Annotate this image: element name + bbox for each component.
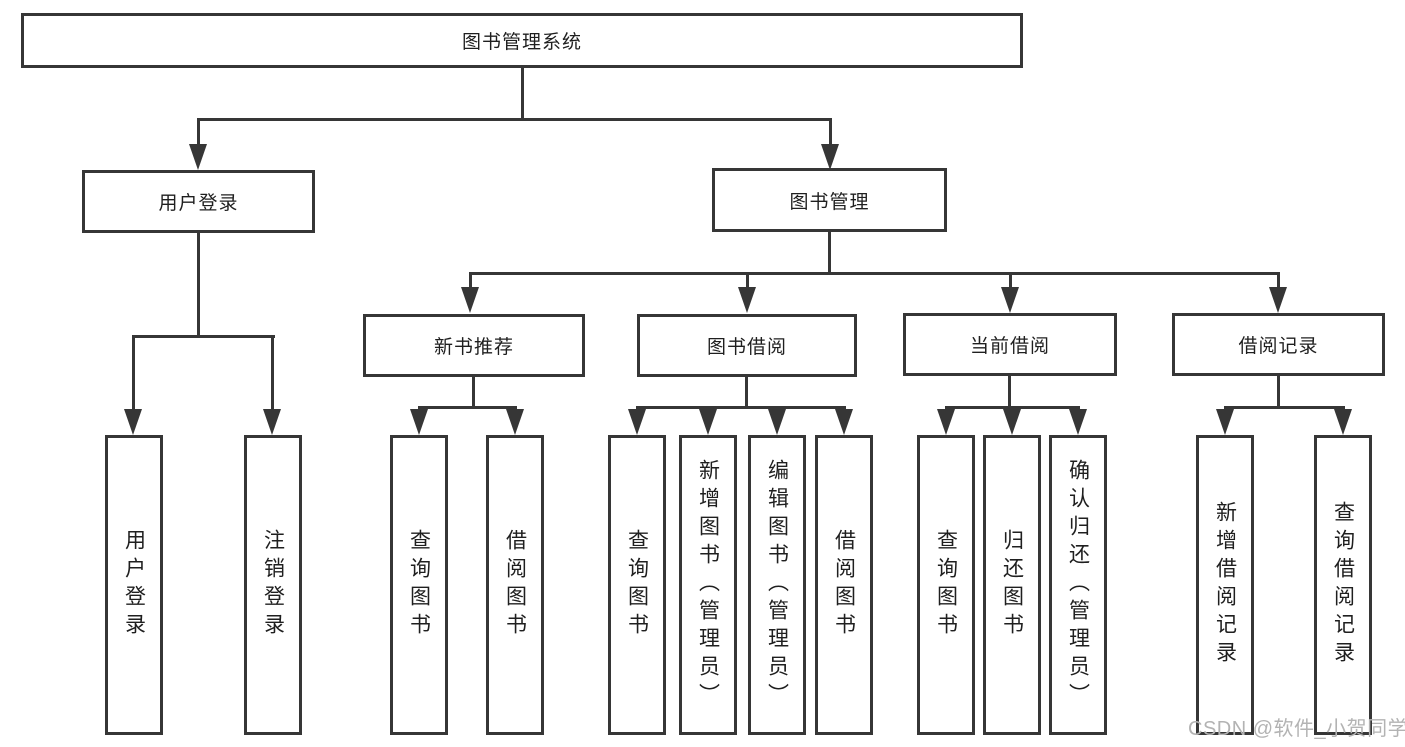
arrow-down-icon xyxy=(263,409,281,435)
arrow-down-icon xyxy=(1216,409,1234,435)
connector-line xyxy=(418,406,517,409)
arrow-down-icon xyxy=(628,409,646,435)
connector-line xyxy=(829,120,832,146)
node-root: 图书管理系统 xyxy=(21,13,1023,68)
leaf-add-borrow-record: 新增借阅记录 xyxy=(1196,435,1254,735)
node-book-borrow-label: 图书借阅 xyxy=(706,337,787,358)
leaf-edit-books-admin: 编辑图书（管理员） xyxy=(748,435,806,735)
leaf-borrow-books-2-label: 借阅图书 xyxy=(832,529,856,641)
arrow-down-icon xyxy=(506,409,524,435)
connector-line xyxy=(745,377,748,408)
connector-line xyxy=(1009,274,1012,290)
connector-line xyxy=(469,272,1280,275)
node-current-borrow-label: 当前借阅 xyxy=(969,336,1050,357)
node-user-login-label: 用户登录 xyxy=(158,193,239,214)
arrow-down-icon xyxy=(937,409,955,435)
arrow-down-icon xyxy=(738,287,756,313)
connector-line xyxy=(197,120,200,146)
connector-line xyxy=(469,274,472,290)
arrow-down-icon xyxy=(1003,409,1021,435)
leaf-query-borrow-record: 查询借阅记录 xyxy=(1314,435,1372,735)
connector-line xyxy=(746,274,749,290)
node-book-borrow: 图书借阅 xyxy=(637,314,857,377)
leaf-query-books-2: 查询图书 xyxy=(608,435,666,735)
arrow-down-icon xyxy=(410,409,428,435)
leaf-borrow-books-2: 借阅图书 xyxy=(815,435,873,735)
connector-line xyxy=(1277,274,1280,290)
leaf-borrow-books-1: 借阅图书 xyxy=(486,435,544,735)
arrow-down-icon xyxy=(821,144,839,170)
arrow-down-icon xyxy=(768,409,786,435)
leaf-query-books-3: 查询图书 xyxy=(917,435,975,735)
leaf-add-books-admin-label: 新增图书（管理员） xyxy=(696,459,720,711)
node-current-borrow: 当前借阅 xyxy=(903,313,1117,376)
connector-line xyxy=(945,406,1080,409)
csdn-watermark: CSDN @软件_小贺同学 xyxy=(1188,718,1405,740)
connector-line xyxy=(197,233,200,337)
leaf-user-login: 用户登录 xyxy=(105,435,163,735)
connector-line xyxy=(1277,376,1280,408)
node-new-book-recommend: 新书推荐 xyxy=(363,314,585,377)
arrow-down-icon xyxy=(1334,409,1352,435)
arrow-down-icon xyxy=(189,144,207,170)
leaf-logout-label: 注销登录 xyxy=(261,529,285,641)
connector-line xyxy=(472,377,475,408)
leaf-confirm-return-admin: 确认归还（管理员） xyxy=(1049,435,1107,735)
node-borrow-records-label: 借阅记录 xyxy=(1238,336,1319,357)
arrow-down-icon xyxy=(1269,287,1287,313)
connector-line xyxy=(828,232,831,274)
node-book-management: 图书管理 xyxy=(712,168,947,232)
leaf-add-borrow-record-label: 新增借阅记录 xyxy=(1213,501,1237,669)
leaf-borrow-books-1-label: 借阅图书 xyxy=(503,529,527,641)
leaf-logout: 注销登录 xyxy=(244,435,302,735)
arrow-down-icon xyxy=(124,409,142,435)
connector-line xyxy=(636,406,846,409)
leaf-query-books-1: 查询图书 xyxy=(390,435,448,735)
leaf-query-books-1-label: 查询图书 xyxy=(407,529,431,641)
leaf-return-books: 归还图书 xyxy=(983,435,1041,735)
arrow-down-icon xyxy=(1001,287,1019,313)
leaf-query-books-2-label: 查询图书 xyxy=(625,529,649,641)
connector-line xyxy=(132,337,135,413)
connector-line xyxy=(521,67,524,120)
connector-line xyxy=(271,337,274,413)
connector-line xyxy=(1008,376,1011,408)
connector-line xyxy=(1224,406,1345,409)
node-user-login: 用户登录 xyxy=(82,170,315,233)
connector-line xyxy=(197,118,832,121)
arrow-down-icon xyxy=(699,409,717,435)
leaf-confirm-return-admin-label: 确认归还（管理员） xyxy=(1066,459,1090,711)
leaf-add-books-admin: 新增图书（管理员） xyxy=(679,435,737,735)
leaf-query-borrow-record-label: 查询借阅记录 xyxy=(1331,501,1355,669)
node-root-label: 图书管理系统 xyxy=(461,32,582,53)
arrow-down-icon xyxy=(461,287,479,313)
leaf-query-books-3-label: 查询图书 xyxy=(934,529,958,641)
leaf-return-books-label: 归还图书 xyxy=(1000,529,1024,641)
node-borrow-records: 借阅记录 xyxy=(1172,313,1385,376)
leaf-user-login-label: 用户登录 xyxy=(122,529,146,641)
node-book-management-label: 图书管理 xyxy=(789,191,870,213)
connector-line xyxy=(132,335,275,338)
arrow-down-icon xyxy=(1069,409,1087,435)
arrow-down-icon xyxy=(835,409,853,435)
node-new-book-recommend-label: 新书推荐 xyxy=(433,337,514,358)
leaf-edit-books-admin-label: 编辑图书（管理员） xyxy=(765,459,789,711)
